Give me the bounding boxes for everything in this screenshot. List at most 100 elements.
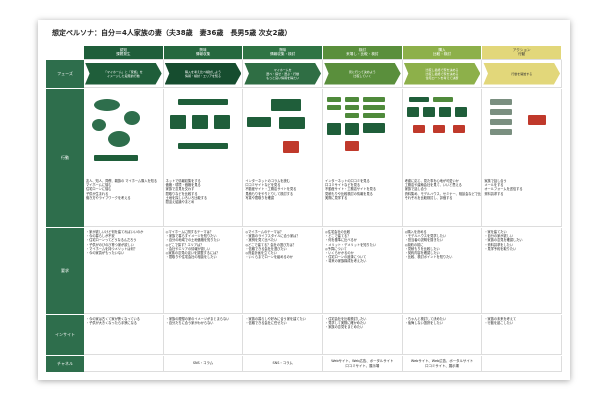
- phase-cell: 「マイホーム」と「家族」を イメージした段階的行動: [84, 60, 164, 88]
- flow-box: [177, 143, 228, 149]
- action-item: 土地を探しいろいろ比較する: [165, 195, 208, 200]
- action-item: 見積もりや比較検討の情報を見る: [325, 191, 373, 196]
- flow-box: [345, 141, 360, 151]
- action-item: 家族で話し合う: [404, 187, 427, 192]
- stage-header: 興味情報収集・検討: [243, 46, 324, 60]
- flow-box: [345, 105, 360, 110]
- flow-box: [528, 115, 547, 125]
- insight-cell: ・家族の未来を考えて ・行動を起こしたい: [482, 315, 563, 355]
- flow-box: [412, 125, 425, 133]
- flow-box: [177, 99, 228, 105]
- channel-cell: Webサイト、Web広告、ポータルサイト 口コミサイト、展示場: [323, 356, 403, 372]
- action-cell: ネットで情報収集をする 価格・環境・価格を見る 家族で意見を交わす 間取りなどを…: [163, 89, 244, 227]
- flow-box: [345, 113, 360, 118]
- flow-box: [169, 115, 186, 129]
- stage-header: アクション行動: [482, 46, 563, 60]
- phase-row: フェーズ 「マイホーム」と「家族」を イメージした段階的行動 購入を考え比べ検討…: [46, 60, 563, 89]
- flow-box: [490, 99, 513, 105]
- flow-box: [94, 155, 138, 161]
- phase-cell: マイホームを 選べ・探せ・選ぶ・行動 もっと良い情報を得たい: [243, 60, 324, 88]
- channel-cell: SNS・コラム: [163, 356, 244, 372]
- flow-box: [345, 97, 360, 102]
- action-list: 友人、知人、同僚、親族の マイホーム購入を知る マイホームに悩む 住宅ローンに悩…: [84, 177, 163, 226]
- action-cell: インターネットの口コミを見る 口コミサイトなどを見る 不動産サイト・工務店サイト…: [323, 89, 403, 227]
- action-item: 口コミサイトなどを見る: [245, 183, 281, 188]
- flow-node: [94, 99, 120, 111]
- flow-diagram: [482, 89, 561, 177]
- stage-name: アクション: [512, 48, 531, 52]
- requirement-cell: ◎住宅会社の比較 ・どこで建てる？ ・何を基準に比べるか ・メリット・デメリット…: [323, 228, 403, 314]
- channel-cell: [482, 356, 563, 372]
- phase-arrow: 「マイホーム」と「家族」を イメージした段階的行動: [85, 62, 162, 85]
- stage-name: 購入: [438, 48, 446, 52]
- action-item: マイホームに悩む: [86, 183, 112, 188]
- page-title: 想定ペルソナ：自分＝4人家族の妻（夫38歳 妻36歳 長男5歳 次女2歳）: [52, 29, 292, 37]
- action-cell: インターネットのコラムを読む 口コミサイトなどを見る 不動産サイト・工務店サイト…: [243, 89, 324, 227]
- stage-header: 認知課題発生: [84, 46, 164, 60]
- insight-cell: ・ちゃんと検討して決めたい ・後悔しない選択をしたい: [402, 315, 483, 355]
- requirement-cell: ◎マイホームのテーマは？ ・家族のライフスタイルに合う家は？ ・実例を見て比べた…: [243, 228, 324, 314]
- flow-box: [271, 99, 302, 111]
- flow-box: [363, 123, 386, 133]
- channel-cell: SNS・コラム: [243, 356, 324, 372]
- action-item: 働き方やライフワークを考える: [86, 195, 131, 200]
- flow-box: [363, 105, 386, 110]
- requirement-cell: ・家を建てたい ・自分の家が欲しい ・家族の意見を確認したい ・資料請求をしたい…: [482, 228, 563, 314]
- action-cell: 考慮に応じ、見た事を心地が可愛いか 工務店や建築会社を見て、いいと思える 家族で…: [402, 89, 483, 227]
- stage-name: 興味: [279, 48, 287, 52]
- action-list: 家族で話し合う メールをする オールフォームを送信する 資料請求する: [482, 177, 561, 226]
- insight-cell: ・今の家は古くて家が狭くなっている ・子供が大きくなったら手狭になる: [84, 315, 164, 355]
- action-list: ネットで情報収集をする 価格・環境・価格を見る 家族で意見を交わす 間取りなどを…: [164, 177, 243, 226]
- action-item: メールをする: [484, 183, 504, 188]
- action-item: 資料請求する: [484, 191, 504, 196]
- phase-arrow: 見に行って決めよう 比較していく: [324, 62, 401, 85]
- flow-box: [247, 117, 272, 127]
- insight-cell: ・家族の理想の家のイメージがまとまらない ・自分たちに合う家がわからない: [163, 315, 244, 355]
- action-list: 考慮に応じ、見た事を心地が可愛いか 工務店や建築会社を見て、いいと思える 家族で…: [403, 177, 482, 226]
- flow-box: [490, 109, 513, 115]
- flow-box: [327, 97, 342, 102]
- flow-diagram: [84, 89, 163, 177]
- row-label-requirements: 要求: [46, 228, 84, 315]
- flow-node: [124, 111, 140, 125]
- phase-cell: 見に行って決めよう 比較していく: [323, 60, 403, 88]
- flow-diagram: [323, 89, 402, 177]
- flow-box: [363, 97, 386, 102]
- phase-cell: 比較し最終で家を決める 比較し最終で家を決める 住宅ローンを考えて決断: [402, 60, 483, 88]
- flow-box: [345, 123, 360, 135]
- action-item: 子供が生まれる: [86, 191, 109, 196]
- stage-name: 興味: [199, 48, 207, 52]
- stage-sub: 情報収集: [195, 52, 211, 57]
- stage-sub: 比較・検討: [433, 52, 451, 57]
- flow-box: [438, 107, 451, 117]
- insight-row: インサイト ・今の家は古くて家が狭くなっている ・子供が大きくなったら手狭になる…: [46, 315, 563, 356]
- journey-grid: 認知課題発生 興味情報収集 興味情報収集・検討 検討来場し・比較・検討 購入比較…: [46, 46, 563, 373]
- flow-box: [327, 105, 342, 110]
- flow-box: [432, 125, 445, 133]
- action-item: 間違え結論やまとめ: [165, 200, 195, 205]
- action-row: 行動 友人、知人、同僚、親族の マイホーム購入を知る マイホームに悩む 住宅ロー…: [46, 89, 563, 228]
- action-item: ネットで情報収集をする: [165, 179, 201, 183]
- flow-box: [406, 107, 419, 117]
- action-item: 家族で意見を交わす: [165, 187, 195, 192]
- insight-cell: ・家族の暮らしや好みに合う家を建てたい ・信頼できる会社に任せたい: [243, 315, 324, 355]
- phase-arrow: 行動を開始する: [483, 62, 561, 85]
- flow-box: [454, 107, 467, 117]
- phase-arrow: 比較し最終で家を決める 比較し最終で家を決める 住宅ローンを考えて決断: [403, 62, 481, 85]
- requirement-cell: ◎購入を決める ・モデルハウスを見学したい ・担当者の説明を聞きたい ◎契約の前…: [402, 228, 483, 314]
- stage-header: 検討来場し・比較・検討: [323, 46, 403, 60]
- action-item: インターネットのコラムを読む: [245, 179, 290, 183]
- flow-box: [191, 115, 208, 129]
- flow-box: [452, 125, 465, 133]
- requirement-cell: ◎マイホームに関するテーマは？ ・家族で暮らすイメージを知りたい ・自分の地域で…: [163, 228, 244, 314]
- flow-box: [490, 119, 513, 125]
- requirements-row: 要求 ・家が欲しいけど何を建てればいいのか ・今の暮らしが不安 ・住宅ローンって…: [46, 228, 563, 315]
- stage-name: 検討: [358, 48, 366, 52]
- action-item: 友人、知人、同僚、親族の マイホーム購入を知る: [86, 179, 158, 183]
- stage-name: 認知: [119, 48, 127, 52]
- phase-arrow: 購入を考え比べ検討しよう 情報・検討・エリアを知る: [164, 62, 242, 85]
- flow-box: [422, 107, 435, 117]
- flow-node: [92, 119, 106, 131]
- action-item: オールフォームを送信する: [484, 187, 523, 192]
- action-list: インターネットの口コミを見る 口コミサイトなどを見る 不動産サイト・工務店サイト…: [323, 177, 402, 226]
